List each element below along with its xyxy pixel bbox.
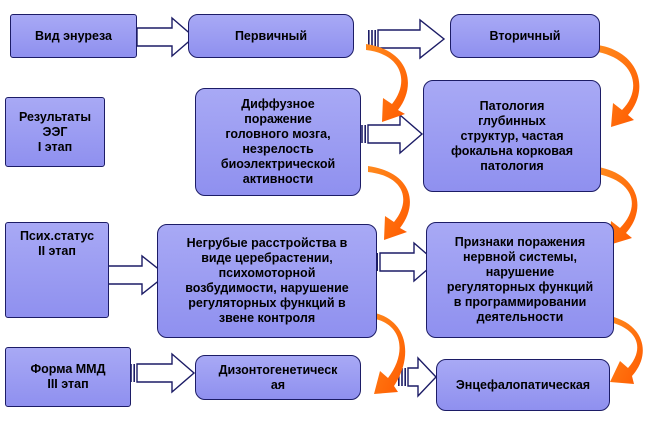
arrow-row1-primary-to-secondary — [368, 18, 446, 60]
row2-pathology: Патология глубинных структур, частая фок… — [450, 98, 574, 173]
curved-arrow-mild-to-dysontogenetic — [370, 312, 406, 394]
row1-label: Вид энуреза — [35, 28, 112, 43]
row4-encephalopathic-box: Энцефалопатическая — [436, 359, 610, 411]
curved-arrow-diffuse-to-mild — [368, 166, 410, 240]
row1-secondary-box: Вторичный — [450, 14, 600, 58]
curved-arrow-primary-to-diffuse — [366, 44, 408, 122]
curved-arrow-pathology-to-signs — [598, 167, 638, 245]
arrow-row1-label-to-primary — [127, 16, 196, 58]
row4-label-box: Форма ММД III этап — [5, 347, 131, 407]
arrow-row2-diffuse-to-pathology — [358, 113, 424, 155]
row2-diffuse-box: Диффузное поражение головного мозга, нез… — [195, 88, 361, 196]
row1-primary: Первичный — [234, 28, 308, 43]
arrow-row3-mild-to-signs — [370, 241, 438, 283]
row2-diffuse: Диффузное поражение головного мозга, нез… — [220, 97, 336, 186]
curved-arrow-signs-to-encephalopathic — [610, 316, 643, 384]
row1-label-box: Вид энуреза — [10, 14, 137, 58]
arrow-row4-label-to-dysontogenetic — [127, 352, 196, 394]
curved-arrow-secondary-to-pathology — [598, 45, 640, 127]
row3-mild: Негрубые расстройства в виде церебрастен… — [185, 236, 349, 325]
row2-label: Результаты ЭЭГ I этап — [18, 109, 92, 154]
row4-dysontogenetic-box: Дизонтогенетическ ая — [195, 355, 361, 400]
row3-signs-box: Признаки поражения нервной системы, нару… — [426, 222, 614, 338]
row1-primary-box: Первичный — [188, 14, 354, 58]
row4-encephalopathic: Энцефалопатическая — [455, 377, 591, 392]
row4-label: Форма ММД III этап — [30, 362, 106, 391]
row3-label: Псих.статус II этап — [19, 229, 95, 258]
row3-signs: Признаки поражения нервной системы, нару… — [446, 235, 594, 324]
row4-dysontogenetic: Дизонтогенетическ ая — [218, 362, 338, 392]
row3-mild-box: Негрубые расстройства в виде церебрастен… — [157, 224, 377, 338]
row2-label-box: Результаты ЭЭГ I этап — [5, 97, 105, 167]
row2-pathology-box: Патология глубинных структур, частая фок… — [423, 80, 601, 192]
arrow-row4-dysontogenetic-to-encephalopathic — [398, 356, 437, 398]
row3-label-box: Псих.статус II этап — [5, 222, 109, 318]
arrow-row3-label-to-mild — [97, 254, 168, 296]
row1-secondary: Вторичный — [489, 28, 561, 43]
